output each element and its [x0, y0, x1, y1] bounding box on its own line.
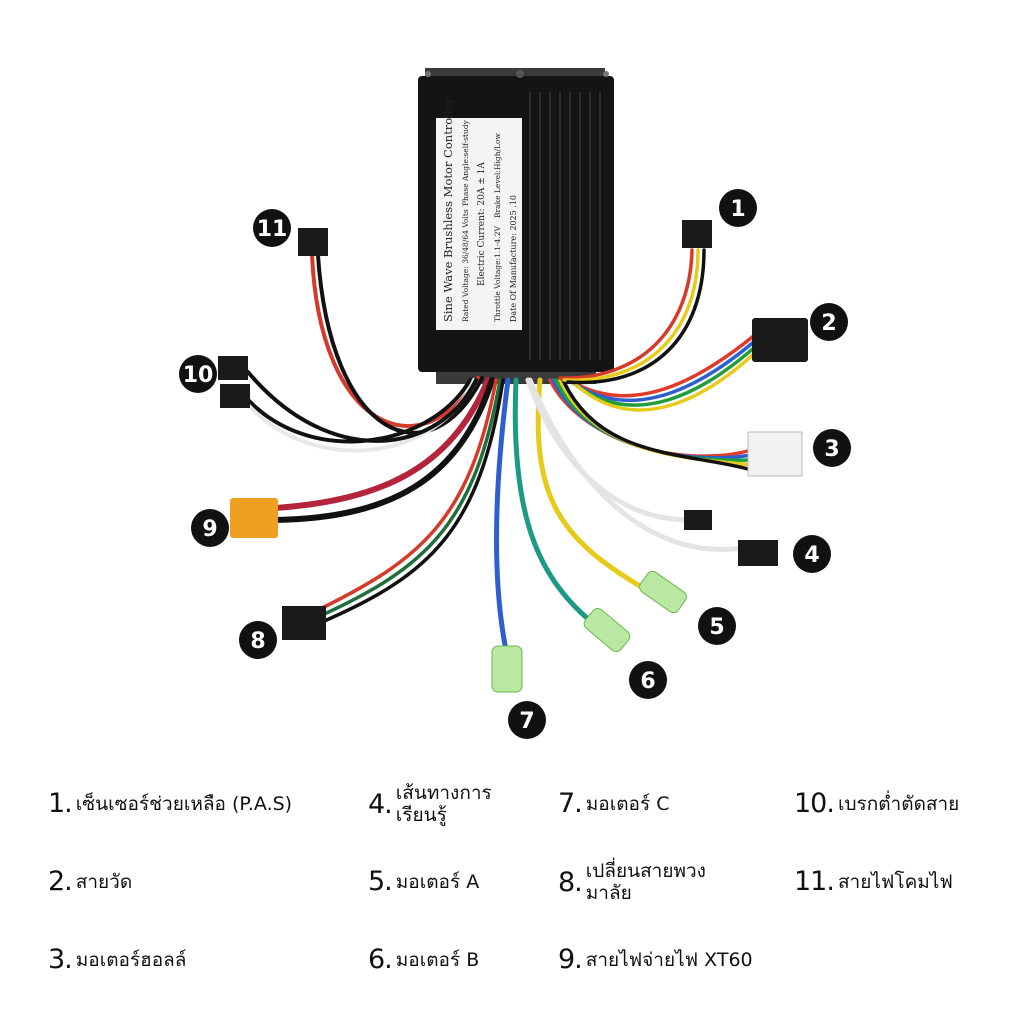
hall-connector: [747, 431, 803, 477]
number-badges: 1 2 3 4 5 6 7 8 9 10 11: [179, 189, 851, 739]
svg-text:8: 8: [250, 629, 265, 654]
label-line-1: Sine Wave Brushless Motor Controller: [441, 98, 455, 322]
svg-text:11: 11: [257, 217, 288, 242]
legend-number: 5.: [368, 866, 393, 897]
legend-item-7: 7. มอเตอร์ C: [558, 788, 669, 819]
legend-item-6: 6. มอเตอร์ B: [368, 944, 479, 975]
label-line-3: Electric Current: 20A ± 1A: [477, 162, 487, 286]
svg-text:1: 1: [730, 197, 745, 222]
learning-connector-b: [738, 540, 778, 566]
legend-number: 2.: [48, 866, 73, 897]
legend-item-11: 11. สายไฟโคมไฟ: [794, 866, 953, 897]
legend-text: เส้นทางการเรียนรู้: [395, 782, 492, 826]
motor-b-terminal: [583, 607, 631, 653]
legend-number: 4.: [368, 788, 393, 820]
connectors: [218, 220, 808, 693]
badge-5: 5: [698, 607, 736, 645]
motor-c-terminal: [491, 645, 523, 693]
label-line-4a: Throttle Voltage:1.1-4.2V: [493, 226, 502, 322]
legend-text: มอเตอร์ฮอลล์: [75, 948, 187, 971]
wiring-diagram: Sine Wave Brushless Motor Controller Rat…: [179, 68, 851, 739]
legend-number: 10.: [794, 788, 835, 819]
svg-text:9: 9: [202, 517, 217, 542]
label-line-4b: Brake Level:High/Low: [493, 132, 502, 218]
legend-number: 8.: [558, 866, 583, 898]
brake-connector-b: [220, 384, 250, 408]
legend-text: มอเตอร์ B: [395, 948, 480, 971]
svg-text:10: 10: [183, 363, 214, 388]
legend-item-5: 5. มอเตอร์ A: [368, 866, 479, 897]
svg-text:3: 3: [824, 437, 839, 462]
pas-connector: [682, 220, 712, 248]
legend-number: 6.: [368, 944, 393, 975]
legend-item-2: 2. สายวัด: [48, 866, 132, 897]
legend-text: เปลี่ยนสายพวงมาลัย: [585, 860, 706, 904]
legend-number: 9.: [558, 944, 583, 975]
badge-7: 7: [508, 701, 546, 739]
legend-number: 11.: [794, 866, 835, 897]
legend-text: สายไฟจ่ายไฟ XT60: [585, 948, 753, 971]
badge-8: 8: [239, 621, 277, 659]
motor-a-terminal: [639, 570, 687, 614]
svg-text:4: 4: [804, 543, 819, 568]
svg-text:5: 5: [709, 615, 724, 640]
legend-text: มอเตอร์ C: [585, 792, 670, 815]
badge-10: 10: [179, 355, 217, 393]
legend-text: เซ็นเซอร์ช่วยเหลือ (P.A.S): [75, 792, 293, 815]
badge-6: 6: [629, 661, 667, 699]
xt60-connector: [230, 498, 278, 538]
legend-item-4: 4. เส้นทางการเรียนรู้: [368, 782, 504, 826]
badge-4: 4: [793, 535, 831, 573]
badge-11: 11: [253, 209, 291, 247]
label-line-2a: Rated Voltage: 36/48/64 Volts: [461, 209, 470, 322]
badge-3: 3: [813, 429, 851, 467]
brake-connector-a: [218, 356, 248, 380]
legend-number: 3.: [48, 944, 73, 975]
handlebar-connector: [282, 606, 326, 640]
learning-connector-a: [684, 510, 712, 530]
legend-item-10: 10. เบรกต่ำตัดสาย: [794, 788, 959, 819]
lamp-connector: [298, 228, 328, 256]
wire-bundle: [236, 248, 758, 653]
motor-controller: Sine Wave Brushless Motor Controller Rat…: [418, 68, 614, 384]
legend-text: สายไฟโคมไฟ: [837, 870, 953, 893]
svg-text:2: 2: [821, 311, 836, 336]
gauge-connector: [752, 318, 808, 362]
legend-text: เบรกต่ำตัดสาย: [837, 792, 960, 815]
legend-text: สายวัด: [75, 870, 133, 893]
legend-item-3: 3. มอเตอร์ฮอลล์: [48, 944, 186, 975]
legend-item-9: 9. สายไฟจ่ายไฟ XT60: [558, 944, 753, 975]
badge-1: 1: [719, 189, 757, 227]
svg-text:6: 6: [640, 669, 655, 694]
svg-text:7: 7: [519, 709, 534, 734]
label-line-5: Date Of Manufacture: 2025 .10: [509, 195, 518, 322]
legend-text: มอเตอร์ A: [395, 870, 480, 893]
legend-item-8: 8. เปลี่ยนสายพวงมาลัย: [558, 860, 736, 904]
label-line-2b: Phase Angle:self-study: [461, 119, 470, 206]
legend-number: 1.: [48, 788, 73, 819]
legend-item-1: 1. เซ็นเซอร์ช่วยเหลือ (P.A.S): [48, 788, 292, 819]
legend-number: 7.: [558, 788, 583, 819]
legend: 1. เซ็นเซอร์ช่วยเหลือ (P.A.S) 2. สายวัด …: [0, 760, 1024, 1024]
controller-label: [436, 118, 522, 330]
badge-9: 9: [191, 509, 229, 547]
badge-2: 2: [810, 303, 848, 341]
